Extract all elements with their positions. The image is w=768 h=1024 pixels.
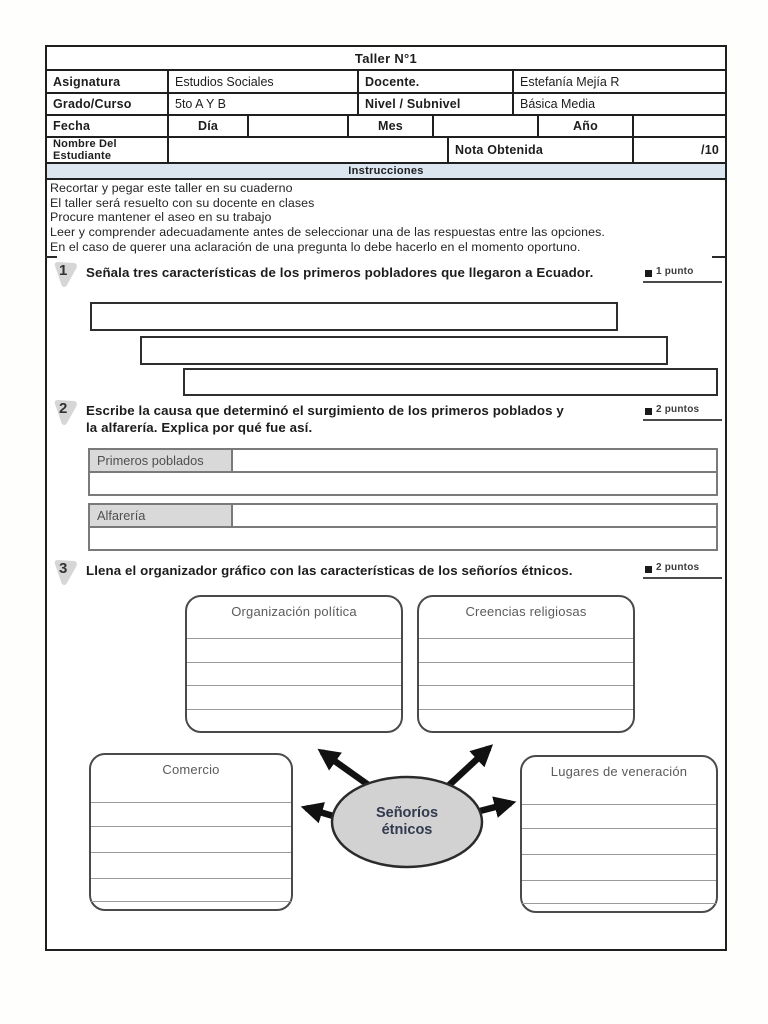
number-badge-shape-icon [54,262,77,287]
q1-answer-box-2[interactable] [140,336,668,365]
instruction-line: Recortar y pegar este taller en su cuade… [50,181,293,195]
q2-row-alfareria: Alfarería [88,503,718,551]
organizer-box-title: Lugares de veneración [550,764,688,779]
center-ellipse-label: Señoríos étnicos [347,805,467,839]
instructions-list: Recortar y pegar este taller en su cuade… [50,181,715,255]
points-underline [643,577,722,579]
points-square-icon [645,408,652,415]
header-row-fecha: Fecha Día Mes Año [47,116,725,138]
header-row-asignatura: Asignatura Estudios Sociales Docente. Es… [47,71,725,94]
nota-label: Nota Obtenida [447,138,632,162]
question2-number-badge: 2 [50,398,80,428]
asignatura-label: Asignatura [53,74,121,89]
worksheet-title: Taller N°1 [47,47,725,71]
instruction-line: En el caso de querer una aclaración de u… [50,239,581,254]
q2-row-primeros-poblados: Primeros poblados [88,448,718,496]
organizer-box-title: Comercio [162,762,220,777]
section-corner-right [712,256,726,258]
docente-value: Estefanía Mejía R [512,71,725,92]
question3-text: Llena el organizador gráfico con las car… [86,563,573,578]
q2-answer-alfareria-header[interactable] [233,505,716,526]
fecha-label: Fecha [53,119,91,133]
center-label-line2: étnicos [381,822,433,838]
points-square-icon [645,270,652,277]
mes-label: Mes [347,116,432,136]
organizer-box-title: Organización política [231,604,357,619]
number-badge-shape-icon [54,400,77,425]
points-square-icon [645,566,652,573]
nivel-label: Nivel / Subnivel [357,94,512,114]
question2-number: 2 [59,400,68,417]
nivel-value: Básica Media [512,94,725,114]
q2-label-alfareria: Alfarería [90,505,233,526]
question3-number-badge: 3 [50,558,80,588]
header-row-nombre: Nombre Del Estudiante Nota Obtenida /10 [47,138,725,164]
instruction-line: Leer y comprender adecuadamente antes de… [50,225,605,240]
dia-input-cell[interactable] [247,116,347,136]
question1-text: Señala tres características de los prime… [86,265,594,280]
nombre-label: Nombre Del Estudiante [53,138,117,162]
question1-number: 1 [59,262,68,279]
nombre-input-cell[interactable] [167,138,447,162]
mes-input-cell[interactable] [432,116,537,136]
asignatura-value: Estudios Sociales [167,71,357,92]
center-label-line1: Señoríos [375,805,439,821]
organizer-box-lugares-veneracion[interactable]: Lugares de veneración [520,755,718,913]
question3-points: 2 puntos [656,562,700,573]
organizer-box-organizacion-politica[interactable]: Organización política [185,595,403,733]
question1-number-badge: 1 [50,260,80,290]
anio-input-cell[interactable] [632,116,725,136]
q2-label-primeros-poblados: Primeros poblados [90,450,233,471]
question1-points: 1 punto [656,266,694,277]
organizer-box-title: Creencias religiosas [465,604,587,619]
instruction-line: Procure mantener el aseo en su trabajo [50,210,272,225]
q2-answer-primeros-line[interactable] [88,473,718,496]
question2-points: 2 puntos [656,404,700,415]
points-underline [643,419,722,421]
grado-label: Grado/Curso [53,97,132,111]
instruction-line: El taller será resuelto con su docente e… [50,195,315,210]
question2-text: Escribe la causa que determinó el surgim… [86,403,564,435]
number-badge-shape-icon [54,560,77,585]
q1-answer-box-3[interactable] [183,368,718,396]
nota-value: /10 [632,138,725,162]
q2-answer-alfareria-line[interactable] [88,528,718,551]
header-row-grado: Grado/Curso 5to A Y B Nivel / Subnivel B… [47,94,725,116]
section-corner-left [45,256,57,258]
q2-answer-primeros-header[interactable] [233,450,716,471]
docente-label: Docente. [357,71,512,92]
dia-label: Día [167,116,247,136]
grado-value: 5to A Y B [167,94,357,114]
points-underline [643,281,722,283]
organizer-box-creencias-religiosas[interactable]: Creencias religiosas [417,595,635,733]
q1-answer-box-1[interactable] [90,302,618,331]
instructions-bar: Instrucciones [47,164,725,180]
anio-label: Año [537,116,632,136]
organizer-box-comercio[interactable]: Comercio [89,753,293,911]
question3-number: 3 [59,560,68,577]
